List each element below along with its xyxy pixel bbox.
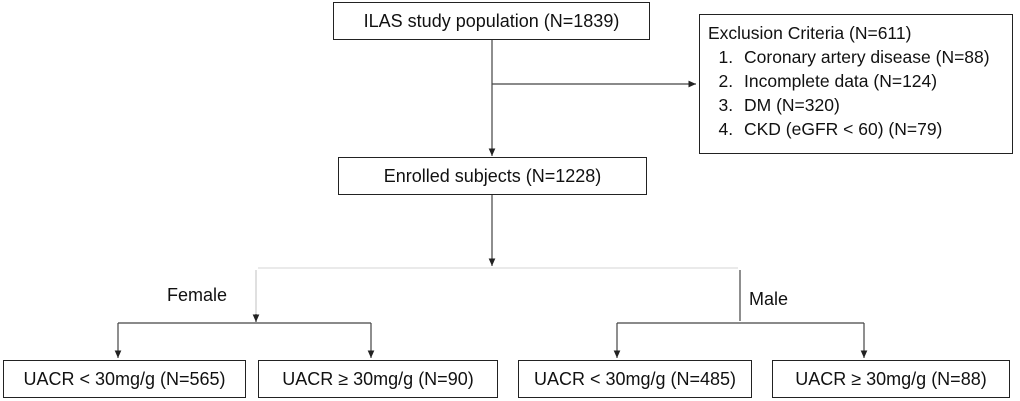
study-population-text: ILAS study population (N=1839) — [363, 10, 620, 31]
exclusion-criteria-list: Coronary artery disease (N=88) Incomplet… — [708, 45, 1004, 141]
female-label: Female — [167, 285, 228, 305]
exclusion-criteria-title: Exclusion Criteria (N=611) — [708, 23, 912, 43]
enrolled-subjects-box: Enrolled subjects (N=1228) — [338, 157, 647, 195]
female-uacr-high-box: UACR ≥ 30mg/g (N=90) — [258, 360, 498, 398]
male-uacr-low-text: UACR < 30mg/g (N=485) — [533, 368, 737, 389]
female-uacr-low-text: UACR < 30mg/g (N=565) — [23, 368, 226, 389]
male-label: Male — [749, 289, 789, 309]
exclusion-item: Coronary artery disease (N=88) — [738, 45, 1004, 69]
exclusion-item: DM (N=320) — [738, 93, 1004, 117]
enrolled-subjects-text: Enrolled subjects (N=1228) — [383, 165, 602, 186]
study-population-box: ILAS study population (N=1839) — [333, 2, 650, 40]
exclusion-item: Incomplete data (N=124) — [738, 69, 1004, 93]
female-uacr-low-box: UACR < 30mg/g (N=565) — [3, 360, 246, 398]
male-uacr-high-text: UACR ≥ 30mg/g (N=88) — [795, 368, 987, 389]
male-uacr-high-box: UACR ≥ 30mg/g (N=88) — [772, 360, 1010, 398]
exclusion-item: CKD (eGFR < 60) (N=79) — [738, 117, 1004, 141]
female-uacr-high-text: UACR ≥ 30mg/g (N=90) — [282, 368, 474, 389]
male-uacr-low-box: UACR < 30mg/g (N=485) — [518, 360, 752, 398]
exclusion-criteria-box: Exclusion Criteria (N=611) Coronary arte… — [699, 14, 1013, 154]
